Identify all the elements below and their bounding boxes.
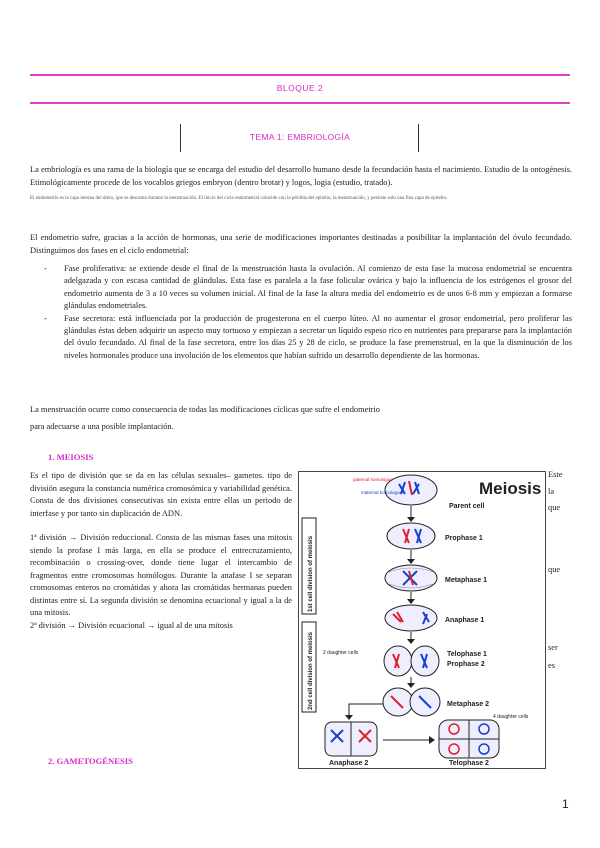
metaphase-1-label: Metaphase 1 [445, 577, 487, 584]
top-rule [30, 74, 570, 76]
meiosis-paragraph-1: Es el tipo de división que se da en las … [30, 471, 292, 518]
meiosis-heading: 1. MEIOSIS [48, 452, 94, 462]
prophase-2-label: Prophase 2 [447, 661, 485, 668]
overflow-word: es [548, 661, 555, 670]
two-daughter-cells-label: 2 daughter cells [323, 650, 359, 656]
overflow-word: que [548, 503, 561, 512]
gametogenesis-heading: 2. GAMETOGÉNESIS [48, 756, 133, 766]
phase-list: - Fase proliferativa: se extiende desde e… [44, 263, 572, 363]
meiosis-paragraph-2: 1ª división → División reduccional. Cons… [30, 533, 292, 617]
overflow-word: Este [548, 470, 563, 479]
dash-bullet: - [44, 313, 47, 323]
topic-title: TEMA 1: EMBRIOLOGÍA [249, 132, 351, 142]
header-rule [30, 102, 570, 104]
parent-cell-label: Parent cell [449, 503, 484, 510]
meiosis-diagram: Meiosis 1st cell division of meiosis 2nd… [301, 474, 541, 767]
overflow-word: que [548, 565, 561, 574]
anaphase-1-label: Anaphase 1 [445, 617, 484, 624]
list-item: - Fase secretora: está influenciada por l… [44, 313, 572, 363]
page-number: 1 [562, 797, 569, 811]
figure-title: Meiosis [479, 479, 541, 498]
title-bar-right [418, 124, 419, 152]
telophase-1-label: Telophase 1 [447, 651, 487, 658]
secretory-phase-text: Fase secretora: está influenciada por la… [64, 313, 572, 360]
meiosis-text: Es el tipo de división que se da en las … [30, 470, 292, 632]
overflow-word: ser [548, 643, 558, 652]
four-daughter-cells-label: 4 daughter cells [493, 714, 529, 720]
title-bar-left [180, 124, 181, 152]
anaphase-2-label: Anaphase 2 [329, 760, 368, 767]
meiosis-figure: Meiosis 1st cell division of meiosis 2nd… [298, 471, 546, 769]
metaphase-2-label: Metaphase 2 [447, 701, 489, 708]
overflow-word: la [548, 487, 555, 496]
intro-note: El endometrio es la capa interna del úte… [30, 196, 448, 201]
paternal-homologue-label: paternal homologue [353, 477, 393, 482]
menstruation-line: La menstruación ocurre como consecuencia… [30, 405, 380, 414]
telophase-2-label: Telophase 2 [449, 760, 489, 767]
first-division-label: 1st cell division of meiosis [308, 535, 314, 612]
block-title: BLOQUE 2 [276, 83, 324, 93]
intro-paragraph: La embriología es una rama de la biologí… [30, 165, 572, 187]
meiosis-paragraph-3: 2ª división → División ecuacional → igua… [30, 620, 233, 630]
second-division-label: 2nd cell division of meiosis [308, 631, 314, 710]
list-item: - Fase proliferativa: se extiende desde e… [44, 263, 572, 313]
prophase-1-label: Prophase 1 [445, 535, 483, 542]
proliferative-phase-text: Fase proliferativa: se extiende desde el… [64, 264, 572, 311]
dash-bullet: - [44, 264, 47, 273]
menstruation-line-2: para adecuarse a una posible implantació… [30, 422, 174, 431]
endometrium-paragraph: El endometrio sufre, gracias a la acción… [30, 233, 572, 255]
maternal-homologue-label: maternal homologue [361, 490, 403, 495]
